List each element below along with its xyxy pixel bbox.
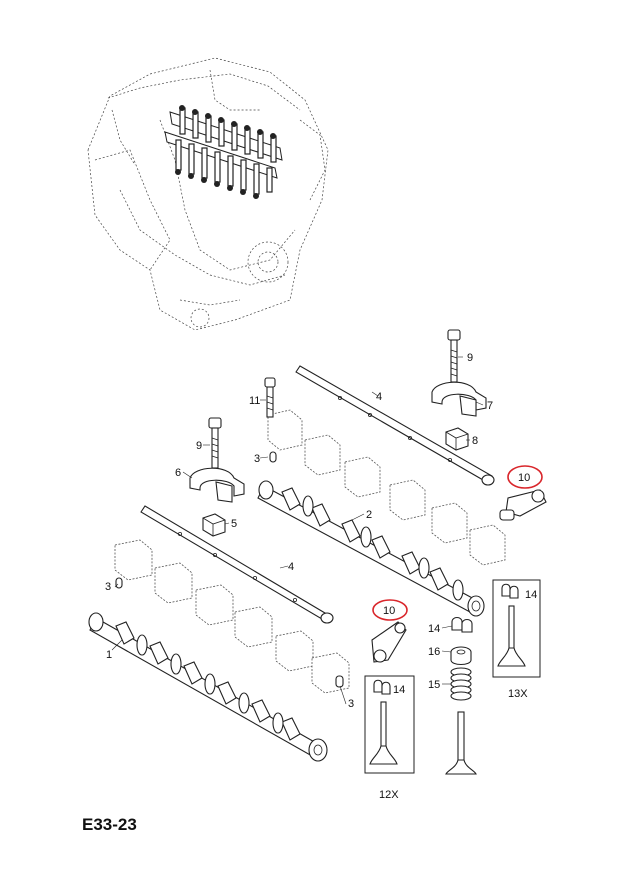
- callout-14-center: 14: [428, 623, 440, 635]
- callout-14-box12: 14: [393, 684, 405, 696]
- valve-spring-15: [450, 667, 472, 701]
- callout-9-lower: 9: [196, 440, 202, 452]
- camshaft-cap-6: [189, 467, 245, 503]
- valve-box-12x: [364, 675, 415, 774]
- callout-16: 16: [428, 646, 440, 658]
- leader-lines: [111, 356, 484, 705]
- callout-3-lower: 3: [348, 698, 354, 710]
- bolt-11: [264, 377, 276, 418]
- lower-bearing-seats: [114, 539, 350, 694]
- spring-retainer-16: [450, 646, 472, 666]
- oil-spray-bar-upper: [295, 365, 495, 486]
- upper-bearing-seats: [267, 409, 506, 566]
- dowel-left: [115, 577, 123, 589]
- bolt-upper-9: [447, 329, 461, 383]
- callout-7: 7: [487, 400, 493, 412]
- callout-8: 8: [472, 435, 478, 447]
- rocker-arm-lower: [371, 621, 407, 663]
- thrust-block-5: [202, 513, 226, 537]
- rocker-arm-upper: [499, 489, 547, 521]
- bolt-lower-9: [208, 417, 222, 469]
- quantity-13x: 13X: [508, 688, 528, 700]
- diagram-code: E33-23: [82, 815, 137, 834]
- callout-1: 1: [106, 649, 112, 661]
- camshaft-2: [257, 480, 485, 617]
- callout-6: 6: [175, 467, 181, 479]
- valvetrain-highlight: [164, 105, 283, 199]
- thrust-block-8: [445, 427, 469, 451]
- callout-11: 11: [249, 395, 260, 407]
- dowel-lower: [335, 675, 344, 688]
- engine-overview-illustration: [87, 57, 329, 331]
- valve-keepers-14: [451, 616, 473, 633]
- callout-4-upper: 4: [376, 391, 382, 403]
- highlight-ring-10-lower: [372, 599, 408, 621]
- callout-14-box13: 14: [525, 589, 537, 601]
- oil-spray-bar-lower: [140, 505, 334, 624]
- valve-box-13x: [492, 579, 541, 678]
- callout-10-lower: 10: [383, 605, 395, 617]
- callout-5: 5: [231, 518, 237, 530]
- callout-15: 15: [428, 679, 440, 691]
- callout-4-lower: 4: [288, 561, 294, 573]
- callout-3-upper: 3: [254, 453, 260, 465]
- callout-9-upper: 9: [467, 352, 473, 364]
- callout-10-upper: 10: [518, 472, 530, 484]
- highlight-ring-10-upper: [507, 465, 543, 489]
- callout-3-left: 3: [105, 581, 111, 593]
- dowel-upper: [269, 451, 277, 463]
- callout-2: 2: [366, 509, 372, 521]
- camshaft-cap-7: [431, 381, 487, 417]
- valve-center: [445, 711, 477, 775]
- camshaft-1: [88, 612, 328, 762]
- quantity-12x: 12X: [379, 789, 399, 801]
